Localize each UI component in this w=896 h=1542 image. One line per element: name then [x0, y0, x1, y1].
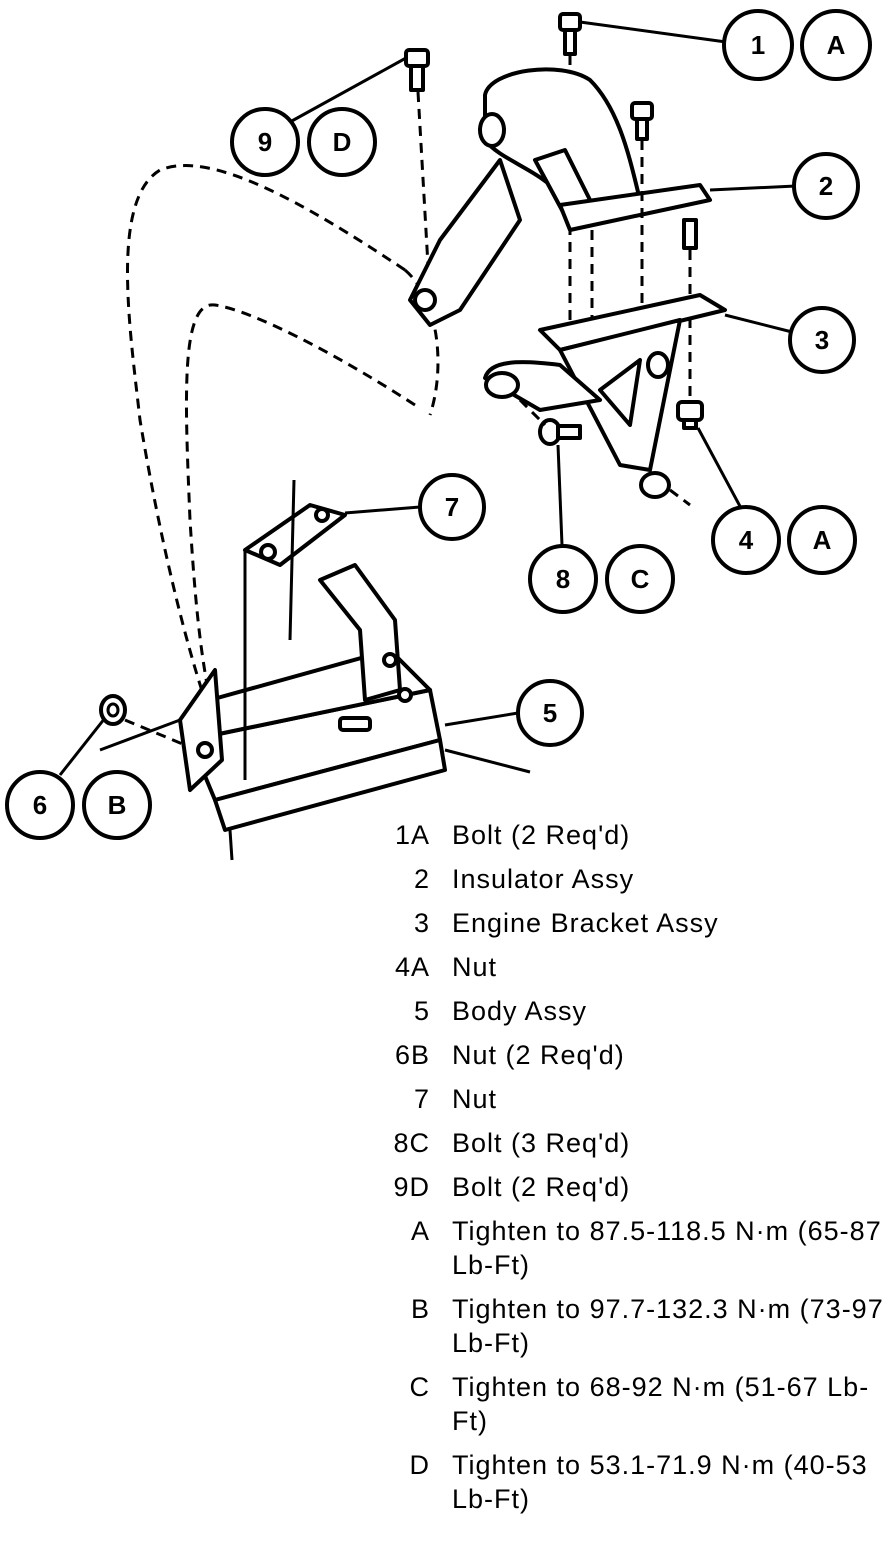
svg-text:1: 1	[751, 30, 765, 60]
legend-code: B	[410, 1294, 430, 1324]
leader-7	[344, 505, 421, 515]
legend-code: 2	[413, 864, 430, 894]
callout-4: 4	[711, 505, 781, 575]
svg-text:9: 9	[258, 127, 272, 157]
legend-description: Engine Bracket Assy	[452, 908, 719, 938]
legend-row: 6B Nut (2 Req'd)	[372, 1038, 892, 1072]
legend-row: 5 Body Assy	[372, 994, 892, 1028]
parts-legend: 1A Bolt (2 Req'd) 2 Insulator Assy 3 Engine B…	[372, 818, 892, 1526]
legend-description: Bolt (2 Req'd)	[452, 820, 631, 850]
legend-row: 3 Engine Bracket Assy	[372, 906, 892, 940]
legend-row: B Tighten to 97.7-132.3 N·m (73-97 Lb-Ft)	[372, 1292, 892, 1360]
leader-2	[709, 184, 797, 192]
legend-row: A Tighten to 87.5-118.5 N·m (65-87 Lb-Ft)	[372, 1214, 892, 1282]
legend-code: 4A	[394, 952, 430, 982]
svg-text:6: 6	[33, 790, 47, 820]
callout-8: 8	[528, 544, 598, 614]
callout-7: 7	[418, 473, 486, 541]
legend-row: 4A Nut	[372, 950, 892, 984]
leader-4a	[696, 427, 744, 511]
legend-row: 7 Nut	[372, 1082, 892, 1116]
legend-code: 3	[413, 908, 430, 938]
legend-description: Insulator Assy	[452, 864, 635, 894]
engine-bracket-assy	[483, 293, 727, 499]
legend-row: 1A Bolt (2 Req'd)	[372, 818, 892, 852]
engine-mount-exploded-diagram: 1 A 2 3 4 A 5 6 B 7 8 C	[5, 9, 872, 861]
legend-description: Tighten to 68-92 N·m (51-67 Lb-Ft)	[452, 1372, 870, 1436]
callout-3: 3	[788, 306, 856, 374]
legend-code: C	[409, 1372, 430, 1402]
callout-2: 2	[792, 152, 860, 220]
legend-description: Tighten to 53.1-71.9 N·m (40-53 Lb-Ft)	[452, 1450, 868, 1514]
callout-5: 5	[516, 679, 584, 747]
routing-dashed-loop-inner	[184, 303, 416, 701]
insulator-studs	[630, 101, 698, 250]
legend-code: 8C	[393, 1128, 430, 1158]
legend-row: D Tighten to 53.1-71.9 N·m (40-53 Lb-Ft)	[372, 1448, 892, 1516]
legend-row: 9D Bolt (2 Req'd)	[372, 1170, 892, 1204]
leader-1a	[579, 20, 727, 44]
nut-4a	[676, 400, 704, 430]
insulator-assy	[408, 67, 712, 327]
legend-code: 9D	[393, 1172, 430, 1202]
svg-text:A: A	[813, 525, 832, 555]
svg-text:B: B	[108, 790, 127, 820]
svg-text:2: 2	[819, 171, 833, 201]
callout-9-letter-d: D	[307, 107, 377, 177]
legend-code: A	[410, 1216, 430, 1246]
legend-row: C Tighten to 68-92 N·m (51-67 Lb-Ft)	[372, 1370, 892, 1438]
routing-dashed-loop	[126, 164, 406, 701]
legend-code: 1A	[394, 820, 430, 850]
leader-5	[444, 711, 519, 727]
legend-description: Tighten to 87.5-118.5 N·m (65-87 Lb-Ft)	[452, 1216, 882, 1280]
leader-9d	[289, 56, 407, 124]
svg-text:C: C	[631, 564, 650, 594]
svg-text:4: 4	[739, 525, 754, 555]
nut-6b	[99, 694, 127, 726]
callout-1: 1	[722, 9, 794, 81]
legend-code: 6B	[394, 1040, 430, 1070]
legend-description: Body Assy	[452, 996, 588, 1026]
callout-6: 6	[5, 770, 75, 840]
routing-dashed-return	[404, 268, 440, 416]
bolt-1a	[558, 12, 582, 56]
leader-3	[724, 313, 797, 335]
legend-description: Bolt (2 Req'd)	[452, 1172, 631, 1202]
body-assy	[178, 503, 447, 832]
callout-1-letter-a: A	[800, 9, 872, 81]
bolt-9d	[404, 48, 430, 92]
legend-description: Bolt (3 Req'd)	[452, 1128, 631, 1158]
legend-code: 7	[413, 1084, 430, 1114]
legend-code: D	[409, 1450, 430, 1480]
svg-text:5: 5	[543, 698, 557, 728]
leader-6b	[58, 717, 107, 776]
legend-description: Nut	[452, 952, 498, 982]
legend-row: 8C Bolt (3 Req'd)	[372, 1126, 892, 1160]
svg-text:8: 8	[556, 564, 570, 594]
legend-description: Tighten to 97.7-132.3 N·m (73-97 Lb-Ft)	[452, 1294, 884, 1358]
callout-6-letter-b: B	[82, 770, 152, 840]
legend-code: 5	[413, 996, 430, 1026]
callout-4-letter-a: A	[787, 505, 857, 575]
svg-text:A: A	[827, 30, 846, 60]
svg-text:7: 7	[445, 492, 459, 522]
legend-row: 2 Insulator Assy	[372, 862, 892, 896]
svg-text:3: 3	[815, 325, 829, 355]
legend-description: Nut (2 Req'd)	[452, 1040, 625, 1070]
legend-description: Nut	[452, 1084, 498, 1114]
leader-8c	[556, 444, 564, 546]
callout-9: 9	[230, 107, 300, 177]
callout-8-letter-c: C	[605, 544, 675, 614]
bolt-8c	[538, 418, 582, 446]
svg-text:D: D	[333, 127, 352, 157]
